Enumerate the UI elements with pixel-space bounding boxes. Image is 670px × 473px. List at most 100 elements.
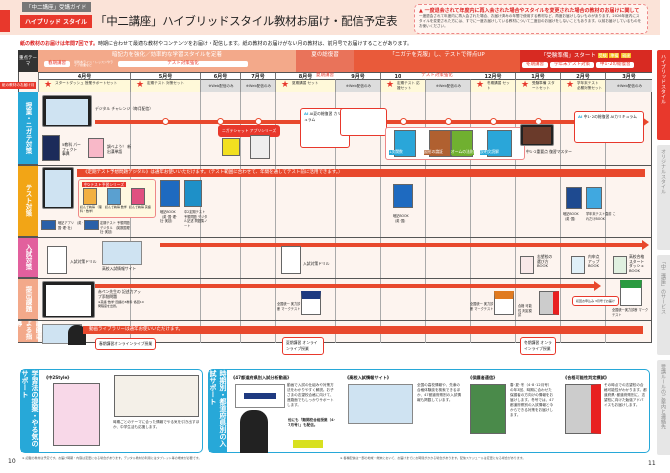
delivery-cell: ※Web配信のみ [200,80,240,92]
moshi-callout: 初回お申込み 3月号でお届け [572,296,619,306]
delivery-text: 夏期講習 セット [292,81,319,85]
star-icon: ★ [521,80,530,90]
delivery-text: ※Web配信のみ [616,84,643,88]
warning-title: 一度退会されて年度内に再入会された場合やスタイルを変更された場合の教材のお届けに… [424,8,640,14]
hantei-label: 合格 可能性 判定模試 [518,304,532,318]
kanji-label: 調べよう！ 新出漢単語 [107,144,131,154]
star-icon: ★ [386,80,395,90]
month-header: 2月号 [560,73,605,80]
shibou-book [520,256,534,274]
tag-2: 準備 [609,53,620,58]
kimeru-label-2: 読んで納得 数学 [105,205,127,209]
gakunenmatsu-label: 学年末テスト直前 これだけBOOK [586,212,616,221]
lecturer-photo [240,410,268,453]
nigate-label-2: 図形の論証 [424,149,443,155]
side-tab-original[interactable]: オリジナルスタイル [657,145,670,250]
nyushi-drill-label-1: 入試対策ドリル [70,259,97,264]
side-tab-rules[interactable]: 受講ルールのご案内と連絡先 [657,360,670,455]
nyushi-drill-label-2: 入試対策ドリル [303,261,330,266]
nyushi-drill-book-2 [281,246,301,274]
akapen-note: ※英語･数学･国語の3教科･各回10問程度を出題。 [98,300,144,308]
anki-book-3-label: 暗記BOOK （英･国） [563,212,579,221]
month-divider [470,92,471,343]
theme-autumn-title: 「ニガテを克服」し、テストで得点UP [389,52,485,58]
video-note: 他にも「難関校合格授業（4･7月号）」も配信。 [288,418,336,427]
video-logo [293,440,323,448]
month-header: 7月号 [240,73,275,80]
key-theme-label: 重点テーマ [18,50,38,72]
anki-app-icon [41,220,56,230]
parent-desc: 春･夏･冬（4･8･12月号）の年3回、時期に合わせた保護者の方向けの情報をお届… [510,383,554,417]
timeline-dot [162,118,169,125]
delivery-cell: ★定期テスト 対策セット [130,80,200,92]
theme-autumn: 「ニガテを克服」し、テストで得点UP テスト対策強化 [354,50,520,79]
live-winter: 冬期講習 オンラインライブ授業 [520,337,556,355]
side-tab-hybrid[interactable]: ハイブリッドスタイル [657,50,670,140]
delivery-text: ※Web配信のみ [245,84,272,88]
month-header: 4月号 [38,73,130,80]
kimeru-book-2 [107,188,121,205]
test-digital-banner: 《定期テスト予想問題デジタル》は通年お使いいただけます。（テスト範囲に合わせて、… [77,169,645,177]
hantei-title: 《合格可能性判定模試》 [563,375,610,380]
lead-bold: 紙の教材のお届けは年間7回です。 [20,41,98,47]
kimeru-book-1 [83,188,97,205]
anki-book-2-label: 暗記BOOK （英･国） [393,214,409,223]
master-tablet [520,124,554,146]
goukaku-book [613,256,627,274]
month-header: 1月号 [515,73,560,80]
star-icon: ★ [566,80,575,90]
exam-support-heading: 時期別・都道府県別の入試サポート [209,370,227,452]
kimeru-label-3: 読んで納得 英語 [129,205,151,209]
star-icon: ★ [136,80,145,90]
theme-spring: 暗記力を強化／効率的な学習スタイルを定着 春期講習 最新本ライン・レッスンやライ… [38,50,296,72]
chu2style-spread [114,375,199,417]
test-digital-label: 定期テスト 予想問題デジタル （英数国理社･実技） [100,221,130,235]
parent-magazine [470,384,506,434]
theme-summer-title: 夏の総復習 [311,52,339,58]
section-label: テスト対策 [18,165,38,237]
moshi-book-1 [301,291,321,315]
month-divider [275,92,276,343]
delivery-cell: ★冬期講習 セット [470,80,515,92]
side-tab-services[interactable]: 「中二講座」のサービス [657,255,670,355]
kimeru-book-3 [131,188,145,205]
section-divider [18,237,652,238]
teacher-image [68,325,86,345]
spring-note: 最新本ライン・レッスンやライブ授業など [74,60,114,68]
ai-summer-label: AI夏の総復習 カリキュラム [304,111,345,122]
warning-icon: ▲ [419,8,423,14]
hantei-cover [565,384,601,434]
page-number-left: 10 [8,458,16,465]
star-icon: ★ [44,80,53,90]
page-number-right: 11 [648,460,656,467]
nyushi-site-image [102,241,142,265]
delivery-text: 定期テスト 応援セット [397,81,420,90]
winter-sub1: 学年末テスト対策 [550,62,594,68]
master-label: 中1･2重要点 復習マスター [526,149,572,154]
naishin-label: 内申点 アップ BOOK [588,254,600,269]
delivery-text: 冬期講習 セット [487,81,510,90]
ai-review-label: 中1･2の総復習 AIカリキュラム [583,114,637,119]
live-summer: 夏期講習 オンラインライブ授業 [282,337,324,355]
test-digital-icon [84,220,99,230]
anki-book-2 [393,184,413,208]
chu2style-title: 《中2Style》 [44,375,72,380]
ai-summer-screen [340,108,387,136]
autumn-sub: テスト対策強化 [401,73,473,79]
akapen-label: 赤ペン先生の 記述力アップ添削問題 [98,289,141,299]
yosou-note-label: 中2定期テスト 予想問題 デジタル記述 問題集ノート [184,210,208,228]
warning-body: 一度退会されて年度内に再入会された場合、お届け済みの年間で使用する教材など、再度… [419,14,642,28]
month-divider [380,92,381,343]
footnote-right: ※ 各種配信は一部の地域・端末において、お届けまでにお時間がかかる場合があります… [340,456,526,460]
theme-summer: 夏の総復習 夏期講習 [296,50,354,79]
hantei-desc: その時点での志望校の合格可能性がわかります。都道府県･都道府県別に、志望校に向け… [604,383,647,407]
moshi-book-3 [620,280,642,306]
test-set-label: 中2テスト予習シリーズ [82,182,127,187]
nigate-label-3: オームの法則 [451,149,474,155]
timeline-dot [444,118,452,125]
delivery-cell: ※Web配信のみ [425,80,470,92]
moshi-label-2: 全国統一 実力診断 マークテスト [470,302,494,311]
delivery-cell: ※Web配信のみ [605,80,652,92]
month-divider [560,92,561,343]
ai-review-callout: AI 中1･2の総復習 AIカリキュラム [574,111,644,143]
